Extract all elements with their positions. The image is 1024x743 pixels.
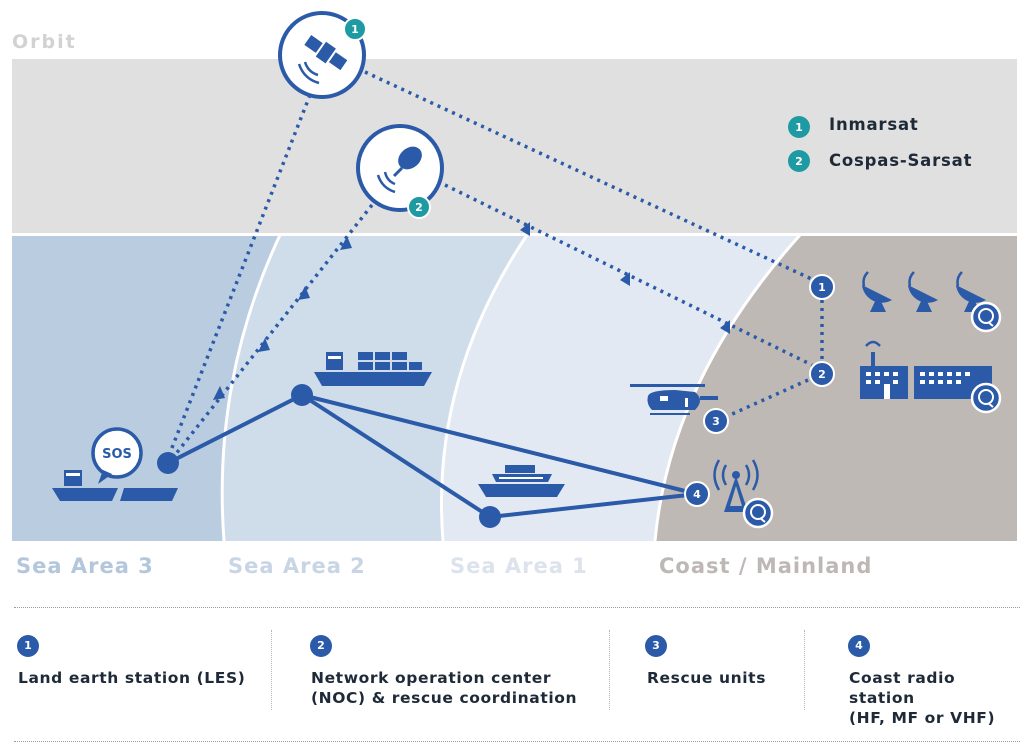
legend-num-4: 4 bbox=[848, 635, 870, 657]
satellite-dishes-icon bbox=[862, 271, 986, 312]
legend-text-les: Land earth station (LES) bbox=[18, 669, 246, 687]
cospas-sarsat-satellite-icon: 2 bbox=[356, 124, 444, 219]
radio-chat-badge-icon bbox=[742, 497, 774, 529]
legend-cospas-label: Cospas-Sarsat bbox=[829, 151, 973, 170]
legend-col-separator bbox=[804, 630, 805, 710]
legend-col-separator bbox=[271, 630, 272, 710]
legend-num-1: 1 bbox=[17, 635, 39, 657]
sea-area-2-label: Sea Area 2 bbox=[228, 554, 366, 578]
inmarsat-downlink-les bbox=[364, 70, 819, 284]
legend-text-rescue: Rescue units bbox=[647, 669, 767, 687]
legend-text-noc: Network operation center (NOC) & rescue … bbox=[311, 669, 578, 707]
cargo-ship-icon bbox=[314, 352, 432, 386]
legend-num-2: 2 bbox=[310, 635, 332, 657]
node-passenger-ship bbox=[479, 506, 501, 528]
inmarsat-satellite-icon: 1 bbox=[278, 11, 367, 99]
node-les-number: 1 bbox=[818, 281, 826, 294]
orbit-zone-label: Orbit bbox=[12, 31, 77, 53]
cospas-badge-number: 2 bbox=[415, 201, 423, 214]
node-les: 1 bbox=[809, 274, 835, 300]
legend-num-inmarsat: 1 bbox=[795, 121, 803, 134]
legend-inmarsat-label: Inmarsat bbox=[829, 115, 919, 134]
passenger-ship-icon bbox=[478, 465, 565, 497]
distress-ship-icon bbox=[52, 470, 178, 501]
legend-dot-inmarsat bbox=[788, 116, 810, 138]
network-nodes bbox=[157, 384, 501, 528]
node-noc: 2 bbox=[809, 361, 835, 387]
legend-text-radio: Coast radio station (HF, MF or VHF) bbox=[849, 669, 996, 727]
node-cargo-ship bbox=[291, 384, 313, 406]
sea-area-1-label: Sea Area 1 bbox=[450, 554, 588, 578]
orbit-zone bbox=[12, 59, 1017, 235]
radio-tower-icon bbox=[713, 459, 759, 512]
node-rescue: 3 bbox=[703, 408, 729, 434]
sos-bubble-icon: SOS bbox=[91, 427, 143, 484]
node-noc-number: 2 bbox=[818, 368, 826, 381]
noc-chat-badge-icon bbox=[970, 382, 1002, 414]
noc-rescue-link bbox=[729, 378, 809, 417]
coast-label: Coast / Mainland bbox=[659, 554, 873, 578]
sos-text: SOS bbox=[102, 447, 132, 462]
legend-bottom-divider bbox=[14, 741, 1020, 742]
helicopter-icon bbox=[630, 384, 718, 415]
legend-col-separator bbox=[609, 630, 610, 710]
node-radio-number: 4 bbox=[693, 488, 701, 501]
node-rescue-number: 3 bbox=[712, 415, 720, 428]
node-ship-sos bbox=[157, 452, 179, 474]
legend-top-divider bbox=[14, 607, 1020, 608]
cospas-downlink-ship bbox=[173, 203, 374, 457]
les-chat-badge-icon bbox=[970, 301, 1002, 333]
legend-num-3: 3 bbox=[645, 635, 667, 657]
legend-dot-cospas bbox=[788, 150, 810, 172]
inmarsat-downlink-ship bbox=[166, 94, 312, 459]
satellite-links bbox=[166, 70, 824, 459]
path-arrows bbox=[213, 222, 730, 400]
radio-links bbox=[167, 393, 698, 519]
node-radio: 4 bbox=[684, 481, 710, 507]
sea-area-3-label: Sea Area 3 bbox=[16, 554, 154, 578]
inmarsat-badge-number: 1 bbox=[351, 23, 359, 36]
legend-num-cospas: 2 bbox=[795, 155, 803, 168]
